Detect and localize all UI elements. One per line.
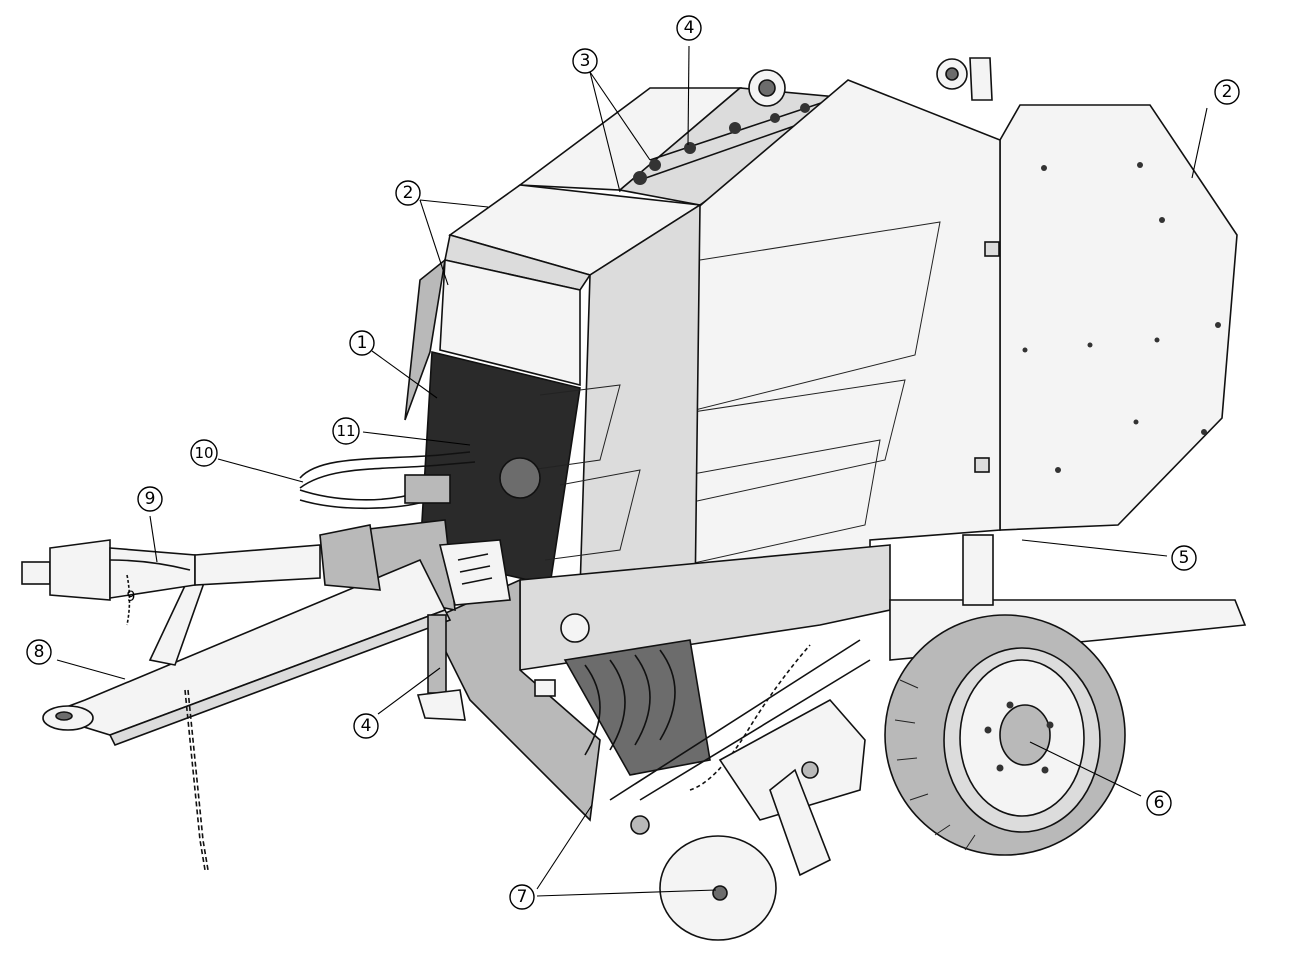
wheel	[884, 614, 1126, 856]
svg-text:2: 2	[403, 183, 414, 203]
svg-text:1: 1	[357, 333, 368, 353]
callouts: 1 2 2 3 4 4 5 6	[26, 15, 1240, 910]
leader-3b	[589, 71, 651, 161]
callout-5: 5	[1171, 545, 1197, 571]
callout-6: 6	[1146, 790, 1172, 816]
leader-11	[362, 431, 471, 446]
leader-6	[1029, 741, 1142, 797]
leader-7b	[536, 889, 717, 897]
callout-4-jack: 4	[353, 713, 379, 739]
leader-8	[56, 659, 126, 680]
label-9-pin: 9	[127, 589, 136, 605]
leader-2a	[419, 199, 449, 286]
callout-3: 3	[572, 48, 598, 74]
svg-text:11: 11	[336, 422, 355, 440]
leader-2b	[1191, 107, 1208, 179]
svg-text:4: 4	[684, 18, 695, 38]
callout-2-side: 2	[1214, 79, 1240, 105]
callout-2-hood: 2	[395, 180, 421, 206]
pickup-tines	[563, 639, 711, 776]
svg-text:7: 7	[517, 887, 528, 907]
svg-text:2: 2	[1222, 82, 1233, 102]
leader-5	[1021, 539, 1168, 557]
svg-text:5: 5	[1179, 548, 1190, 568]
baler-illustration	[21, 57, 1247, 941]
svg-text:6: 6	[1154, 793, 1165, 813]
callout-1: 1	[349, 330, 375, 356]
leader-2a-b	[419, 199, 489, 208]
leader-10	[217, 458, 304, 483]
callout-9-shaft: 9	[137, 486, 163, 512]
leader-9	[149, 515, 158, 563]
leader-3a	[589, 71, 621, 193]
bale-chamber-right-panel	[609, 79, 1238, 602]
top-chain-rails	[517, 57, 993, 206]
svg-text:4: 4	[361, 716, 372, 736]
leader-4b	[377, 667, 441, 715]
callout-7: 7	[509, 884, 535, 910]
pto-shaft	[21, 524, 381, 601]
callout-8: 8	[26, 639, 52, 665]
callout-11: 11	[332, 417, 360, 445]
leader-7a	[536, 804, 593, 890]
hydraulic-hoses	[299, 451, 541, 510]
drawbar	[42, 558, 466, 747]
leader-4a	[687, 45, 690, 146]
leader-lines	[56, 45, 1208, 897]
lower-frame	[428, 534, 1247, 822]
front-hood	[404, 184, 703, 601]
callout-4-top: 4	[676, 15, 702, 41]
svg-text:3: 3	[580, 51, 591, 71]
svg-text:8: 8	[34, 642, 45, 662]
safety-chain	[126, 574, 209, 871]
leader-1	[371, 350, 438, 399]
callout-10: 10	[190, 439, 218, 467]
svg-text:10: 10	[194, 444, 213, 462]
svg-text:9: 9	[127, 589, 136, 605]
gauge-wheel-assembly	[609, 639, 871, 941]
svg-text:9: 9	[145, 489, 156, 509]
